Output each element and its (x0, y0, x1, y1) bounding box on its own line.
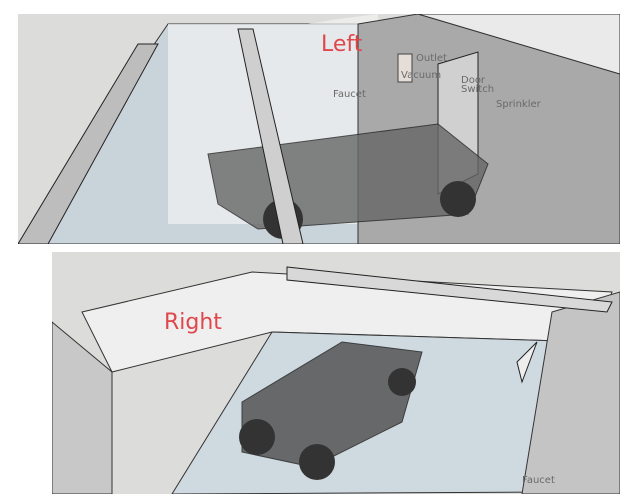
door-switch-label-1: Door (461, 75, 486, 86)
faucet-label: Faucet (333, 89, 366, 100)
sprinkler-label: Sprinkler (496, 99, 541, 110)
left-view-panel: Left Outlet Vacuum Door Switch Sprinkler… (18, 14, 620, 244)
left-view-title: Left (321, 32, 363, 57)
right-view-title: Right (164, 310, 222, 335)
vacuum-label: Vacuum (401, 70, 442, 81)
right-view-panel: Right Faucet (52, 252, 620, 494)
outlet-label: Outlet (416, 53, 447, 64)
right-garage-render (52, 266, 620, 494)
left-garage-render (18, 14, 620, 244)
faucet-label: Faucet (522, 475, 555, 486)
door-switch-label-2: Switch (461, 84, 495, 95)
